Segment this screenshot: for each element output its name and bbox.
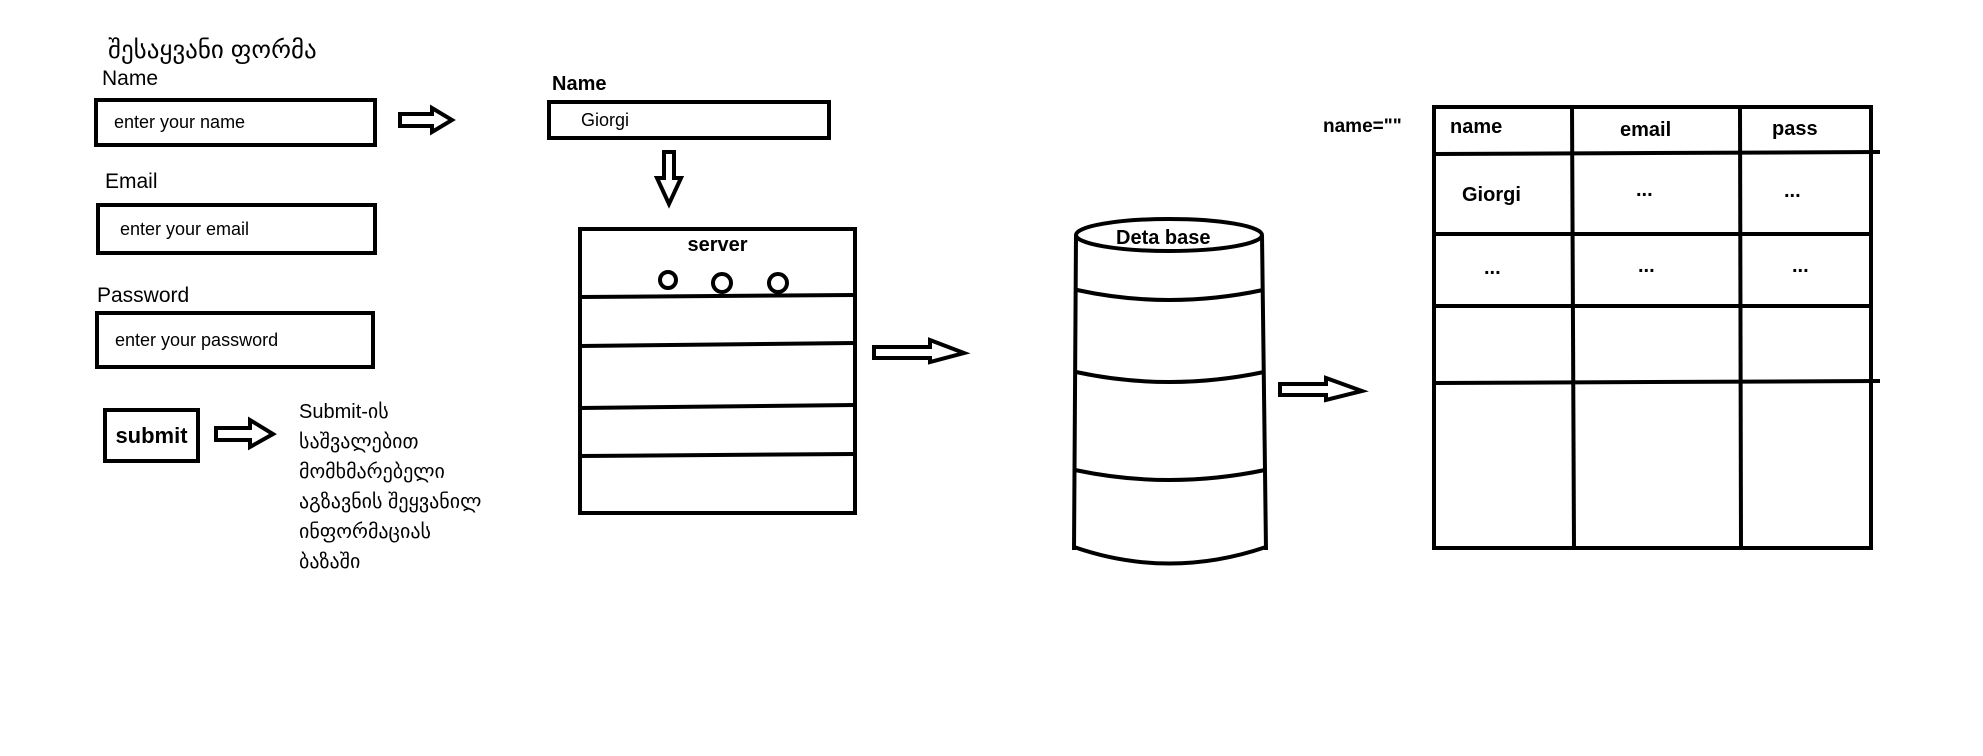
table-name-attribute: name="" [1323,116,1402,137]
table-header-name: name [1450,116,1503,138]
email-input-placeholder: enter your email [120,218,250,239]
users-table: name email pass Giorgi ... ... ... ... .… [1432,107,1873,548]
submit-note: Submit-ის საშვალებით მომხმარებელი აგზავნ… [299,397,481,577]
table-grid [1432,105,1881,550]
name-label: Name [102,67,159,90]
server-rack-dividers [579,293,856,458]
table-cell: ... [1638,255,1655,277]
note-line: საშვალებით [299,431,419,453]
note-line: ბაზაში [299,551,361,573]
table-cell: ... [1636,179,1653,201]
table-cell: Giorgi [1462,184,1521,206]
note-line: აგზავნის შეყვანილ [299,491,482,513]
arrow-right-icon [1278,375,1369,403]
database-cylinder-icon [1072,217,1268,566]
email-label: Email [105,170,158,193]
note-line: ინფორმაციას [299,521,431,543]
name-input-placeholder: enter your name [114,112,246,132]
database-label: Deta base [1116,227,1211,249]
table-cell: ... [1792,255,1809,277]
server-label: server [687,234,748,256]
filled-name-value: Giorgi [581,109,630,130]
password-input-placeholder: enter your password [115,329,279,350]
note-line: Submit-ის [299,401,389,423]
form-title: შესაყვანი ფორმა [108,36,317,64]
table-cell: ... [1484,257,1501,279]
table-cell: ... [1784,180,1801,202]
server-indicator-lights [658,270,789,294]
arrow-right-icon [398,104,456,136]
arrow-right-icon [872,337,971,365]
password-input[interactable]: enter your password [95,311,375,369]
filled-name-input: Giorgi [547,100,831,140]
email-input[interactable]: enter your email [96,203,377,255]
submit-button[interactable]: submit [103,408,200,463]
filled-name-label: Name [552,73,607,95]
table-header-pass: pass [1772,118,1818,140]
name-input[interactable]: enter your name [94,98,377,147]
submit-button-label: submit [115,422,188,448]
password-label: Password [97,284,190,307]
table-header-email: email [1620,119,1672,141]
arrow-right-icon [214,416,277,451]
note-line: მომხმარებელი [299,461,445,483]
arrow-down-icon [653,150,685,209]
